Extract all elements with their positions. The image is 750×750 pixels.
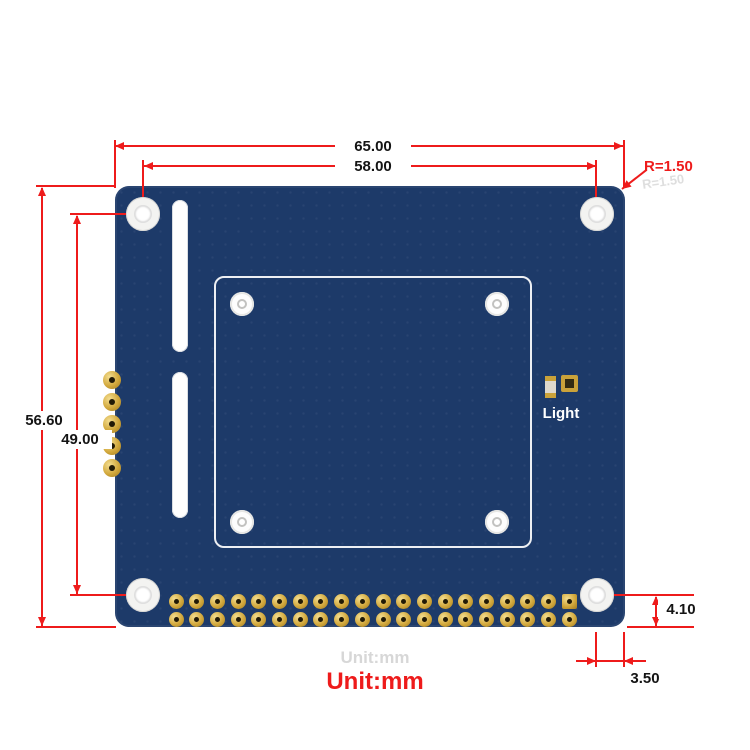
mounting-hole-top-left (126, 197, 160, 231)
gpio-pad (396, 611, 412, 627)
gpio-pad (437, 611, 453, 627)
gpio-pad (313, 593, 329, 609)
dim-bottom-offset-ext-top (614, 594, 694, 596)
left-header-pad (103, 415, 121, 433)
dim-corner-offset-arrow-left (587, 657, 596, 665)
light-led-component (545, 376, 556, 398)
light-label: Light (542, 405, 580, 422)
gpio-pad (313, 611, 329, 627)
gpio-pad (499, 611, 515, 627)
gpio-pad (479, 611, 494, 627)
gpio-pad (354, 593, 370, 609)
gpio-pad (416, 593, 432, 609)
dim-holes-y-arrow-bottom (73, 585, 81, 594)
dim-holes-y-line (76, 216, 78, 594)
module-outline (214, 276, 532, 548)
gpio-pad (168, 593, 184, 609)
module-hole-top-right (485, 292, 509, 316)
gpio-pad (520, 593, 536, 609)
dim-holes-y-ext-bottom (70, 594, 126, 596)
dim-holes-y-arrow-top (73, 215, 81, 224)
dim-height-ext-bottom (36, 626, 116, 628)
left-header-pad (103, 459, 121, 477)
gpio-pad (437, 593, 453, 609)
dim-width-ext-left (114, 140, 116, 188)
dim-bottom-offset-line (655, 597, 657, 627)
gpio-pad (334, 611, 350, 627)
gpio-pad (541, 611, 557, 627)
module-hole-bottom-right (485, 510, 509, 534)
gpio-pad (251, 611, 267, 627)
dim-holes-x-arrow-left (144, 162, 153, 170)
dim-bottom-offset-arrow-bottom (652, 617, 660, 626)
dim-bottom-offset-arrow-top (652, 596, 660, 605)
unit-watermark: Unit:mm (340, 648, 410, 667)
gpio-pad (272, 611, 287, 627)
gpio-pad (272, 593, 287, 609)
dim-width-label: 65.00 (335, 137, 411, 157)
gpio-pad (479, 593, 494, 609)
gpio-pad (396, 593, 412, 609)
gpio-pad (292, 611, 308, 627)
dim-corner-offset-line (576, 660, 646, 662)
dim-bottom-offset-label: 4.10 (658, 600, 704, 620)
dim-corner-offset-arrow-right (624, 657, 633, 665)
gpio-pad (416, 611, 432, 627)
slot-cutout-upper (172, 200, 188, 352)
dim-holes-y-ext-top (70, 213, 126, 215)
gpio-pad (168, 611, 184, 627)
dim-corner-offset-ext-left (595, 632, 597, 667)
unit-label: Unit:mm (326, 668, 424, 695)
dim-holes-x-ext-right (595, 160, 597, 197)
gpio-pad (189, 593, 205, 609)
corner-radius-label: R=1.50 (644, 158, 693, 175)
dim-width-arrow-right (614, 142, 623, 150)
dim-corner-offset-ext-right (623, 632, 625, 667)
left-header-pad (103, 371, 121, 389)
dim-holes-x-label: 58.00 (335, 157, 411, 177)
dim-holes-y-label: 49.00 (48, 430, 112, 450)
dim-holes-x-ext-left (142, 160, 144, 197)
light-led-pad (561, 375, 578, 392)
gpio-pad (458, 611, 474, 627)
gpio-pad (458, 593, 474, 609)
dim-width-ext-right (623, 140, 625, 188)
gpio-pad (251, 593, 267, 609)
mounting-hole-bottom-right (580, 578, 614, 612)
pcb-board (115, 186, 625, 627)
left-header-pad (103, 393, 121, 411)
dim-width-arrow-left (115, 142, 124, 150)
mounting-hole-bottom-left (126, 578, 160, 612)
dim-corner-offset-label: 3.50 (618, 669, 672, 689)
gpio-pad (561, 611, 577, 627)
gpio-pad (520, 611, 536, 627)
slot-cutout-lower (172, 372, 188, 518)
gpio-pad (499, 593, 515, 609)
gpio-pad (209, 611, 225, 627)
gpio-pad (230, 611, 246, 627)
gpio-pad (375, 593, 391, 609)
module-hole-top-left (230, 292, 254, 316)
gpio-pad (354, 611, 370, 627)
gpio-pad (375, 611, 391, 627)
gpio-pad (292, 593, 308, 609)
dim-holes-x-arrow-right (587, 162, 596, 170)
dim-height-label: 56.60 (12, 411, 76, 431)
dim-height-line (41, 188, 43, 626)
gpio-pad (230, 593, 246, 609)
dim-height-ext-top (36, 185, 116, 187)
mounting-hole-top-right (580, 197, 614, 231)
dim-bottom-offset-ext-bottom (627, 626, 694, 628)
dim-height-arrow-bottom (38, 617, 46, 626)
gpio-pad (209, 593, 225, 609)
dim-height-arrow-top (38, 187, 46, 196)
gpio-pad (561, 593, 577, 609)
module-hole-bottom-left (230, 510, 254, 534)
gpio-pad (334, 593, 350, 609)
gpio-pad (541, 593, 557, 609)
gpio-pad (189, 611, 205, 627)
